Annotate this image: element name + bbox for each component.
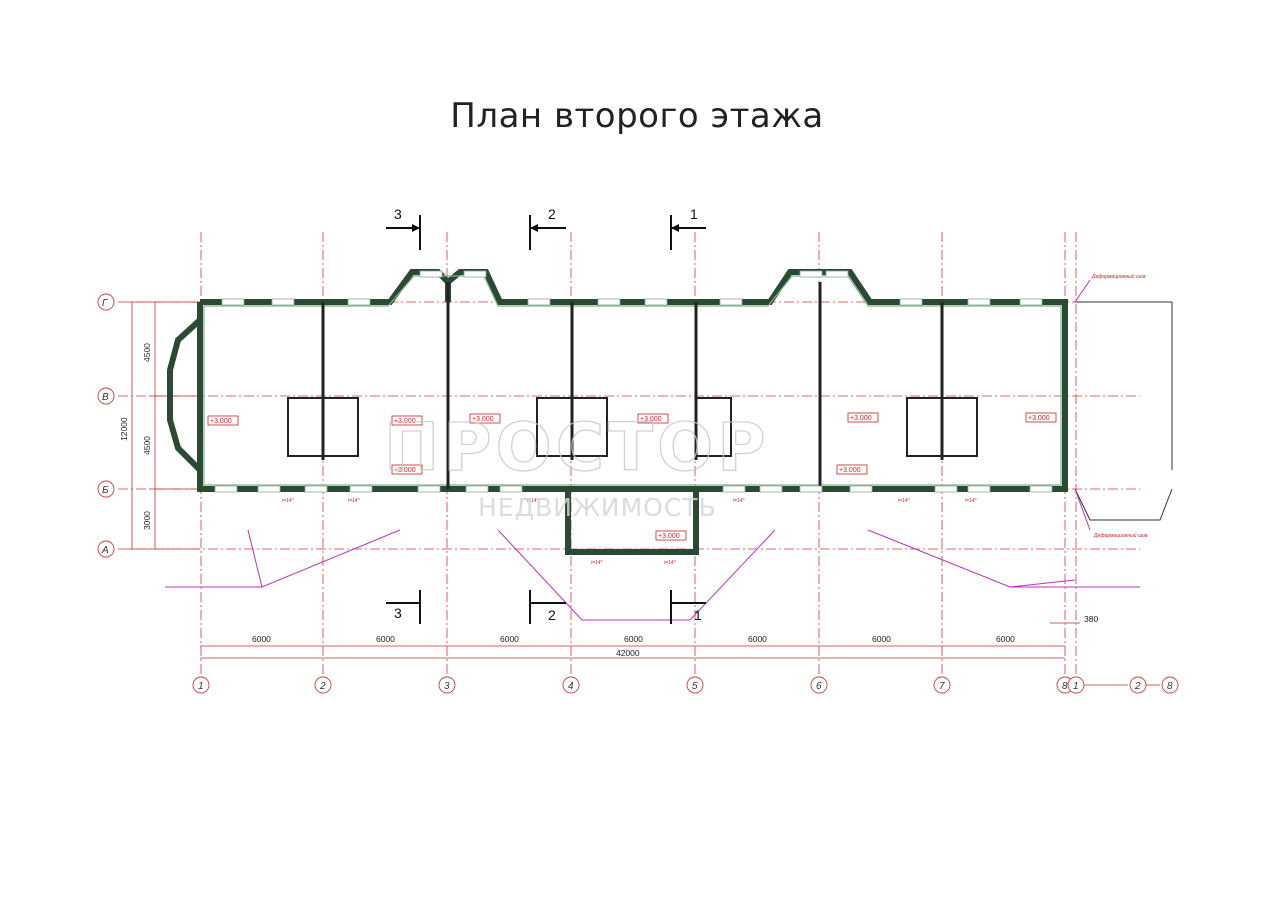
axis-bubbles-left: Г В Б А xyxy=(97,293,115,558)
dim-bottom-3: 6000 xyxy=(500,634,519,644)
bottom-dimensions: 6000 6000 6000 6000 6000 6000 6000 42000… xyxy=(200,614,1098,659)
axis-bubbles-bottom: 1 2 3 4 5 6 7 8 1 2 8 xyxy=(192,676,1179,694)
dim-bottom-7: 6000 xyxy=(996,634,1015,644)
dim-total: 42000 xyxy=(616,648,640,658)
axis-label-v: В xyxy=(102,392,109,403)
slope-label-7: i=14° xyxy=(591,560,603,566)
dim-bottom-4: 6000 xyxy=(624,634,643,644)
dim-left-total: 12000 xyxy=(119,417,129,441)
window xyxy=(967,485,991,493)
window xyxy=(759,485,783,493)
axis-label-4: 4 xyxy=(568,681,574,692)
slope-label-5: i=14° xyxy=(898,498,910,504)
window xyxy=(463,270,487,278)
window xyxy=(719,298,743,306)
window xyxy=(349,485,373,493)
window xyxy=(934,485,958,493)
section-cuts: 3 2 1 3 2 1 xyxy=(386,206,706,624)
window xyxy=(347,298,371,306)
window xyxy=(419,270,443,278)
section-label-1-top: 1 xyxy=(690,206,698,222)
slope-label-6: i=14° xyxy=(965,498,977,504)
slope-label-2: i=14° xyxy=(348,498,360,504)
section-label-2-top: 2 xyxy=(548,206,556,222)
dim-left-1: 4500 xyxy=(142,343,152,362)
window xyxy=(899,298,923,306)
window xyxy=(304,485,328,493)
window xyxy=(271,298,295,306)
section-label-3-top: 3 xyxy=(394,206,402,222)
watermark-main: ПРОСТОР xyxy=(384,409,770,486)
dim-bottom-5: 6000 xyxy=(748,634,767,644)
joint-label-bottom: Деформационный шов xyxy=(1093,532,1148,539)
windows xyxy=(214,270,1053,493)
slope-label-4: i=14° xyxy=(733,498,745,504)
window xyxy=(1029,485,1053,493)
joint-label-top: Деформационный шов xyxy=(1091,273,1146,280)
watermark-sub: НЕДВИЖИМОСТЬ xyxy=(478,493,717,522)
slope-label-1: i=14° xyxy=(282,498,294,504)
section-label-1-bottom: 1 xyxy=(694,607,702,623)
axis-label-2: 2 xyxy=(319,681,326,692)
level-mark-9: +3.000 xyxy=(658,533,680,540)
dim-left-3: 3000 xyxy=(142,511,152,530)
axis-label-7: 7 xyxy=(939,681,945,692)
window xyxy=(849,485,873,493)
dim-bottom-1: 6000 xyxy=(252,634,271,644)
window xyxy=(722,485,746,493)
window xyxy=(221,298,245,306)
window xyxy=(417,485,441,493)
axis-label-g: Г xyxy=(102,298,109,309)
section-label-3-bottom: 3 xyxy=(394,605,402,621)
window xyxy=(967,298,991,306)
slope-label-3: i=14° xyxy=(527,498,539,504)
level-mark-1: +3.000 xyxy=(210,418,232,425)
window xyxy=(465,485,489,493)
window xyxy=(214,485,238,493)
window xyxy=(799,485,823,493)
window xyxy=(257,485,281,493)
canopy-lines xyxy=(165,279,1140,621)
level-mark-2: +3.000 xyxy=(394,418,416,425)
window xyxy=(825,270,849,278)
window xyxy=(799,270,823,278)
section-label-2-bottom: 2 xyxy=(548,607,556,623)
window xyxy=(644,298,668,306)
page-title: План второго этажа xyxy=(450,96,824,136)
window xyxy=(597,298,621,306)
window xyxy=(1019,298,1043,306)
axis-label-9: 1 xyxy=(1073,681,1079,692)
slope-label-8: i=14° xyxy=(664,560,676,566)
level-mark-8: +3.000 xyxy=(1028,415,1050,422)
dim-bottom-2: 6000 xyxy=(376,634,395,644)
right-axis-label-2: 8 xyxy=(1167,681,1173,692)
axis-label-6: 6 xyxy=(816,681,822,692)
level-mark-4: +3.000 xyxy=(472,416,494,423)
right-axis-label-1: 2 xyxy=(1134,681,1141,692)
axis-label-a: А xyxy=(101,545,109,556)
level-mark-3: +3.000 xyxy=(394,467,416,474)
level-mark-7: +3.000 xyxy=(839,467,861,474)
axis-label-b: Б xyxy=(102,485,109,496)
window xyxy=(499,485,523,493)
dim-extra: 380 xyxy=(1084,614,1098,624)
watermark: ПРОСТОР НЕДВИЖИМОСТЬ xyxy=(383,408,770,522)
slope-labels: i=14° i=14° i=14° i=14° i=14° i=14° i=14… xyxy=(282,273,1148,566)
level-mark-5: +3.000 xyxy=(640,416,662,423)
axis-label-5: 5 xyxy=(692,681,698,692)
left-dimensions: 4500 4500 3000 12000 xyxy=(119,301,200,550)
axis-label-1: 1 xyxy=(198,681,204,692)
axis-label-3: 3 xyxy=(444,681,450,692)
level-mark-6: +3.000 xyxy=(850,415,872,422)
window xyxy=(527,298,551,306)
dim-bottom-6: 6000 xyxy=(872,634,891,644)
level-marks: +3.000 +3.000 +3.000 +3.000 +3.000 +3.00… xyxy=(207,412,1057,541)
dim-left-2: 4500 xyxy=(142,436,152,455)
axis-label-8: 8 xyxy=(1062,681,1068,692)
